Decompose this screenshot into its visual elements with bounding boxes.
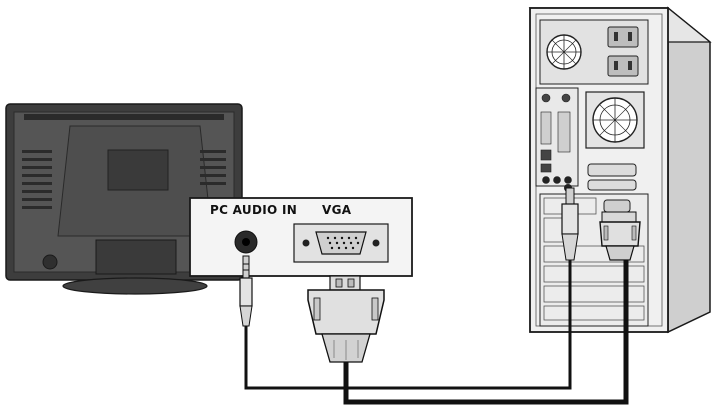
pc-vga-port (603, 199, 631, 213)
pc-tower-side (667, 6, 711, 334)
monitor-side-vents (22, 150, 226, 209)
audio-plug-pc-icon (561, 187, 579, 261)
case-fan-icon (585, 91, 645, 149)
vga-cable (343, 258, 629, 405)
monitor-stand-neck (95, 239, 177, 275)
monitor-input-callout: PC AUDIO IN VGA (189, 197, 413, 277)
pc-tower (528, 6, 712, 334)
psu-fan-icon (546, 34, 582, 70)
audio-in-jack-icon (234, 230, 258, 254)
vga-plug-monitor-icon (307, 275, 385, 363)
serial-port (587, 179, 637, 191)
vga-in-port-icon (293, 223, 389, 263)
audio-port-label: PC AUDIO IN (210, 203, 297, 217)
vga-port-label: VGA (322, 203, 352, 217)
audio-plug-monitor-icon (239, 255, 253, 327)
monitor-stand-base (62, 277, 208, 295)
parallel-port (587, 163, 637, 177)
audio-cable (244, 260, 572, 390)
power-socket-icon (607, 26, 639, 77)
vga-plug-pc-icon (599, 211, 641, 261)
monitor-top-vents (24, 114, 224, 120)
io-ports-icon (540, 93, 572, 184)
